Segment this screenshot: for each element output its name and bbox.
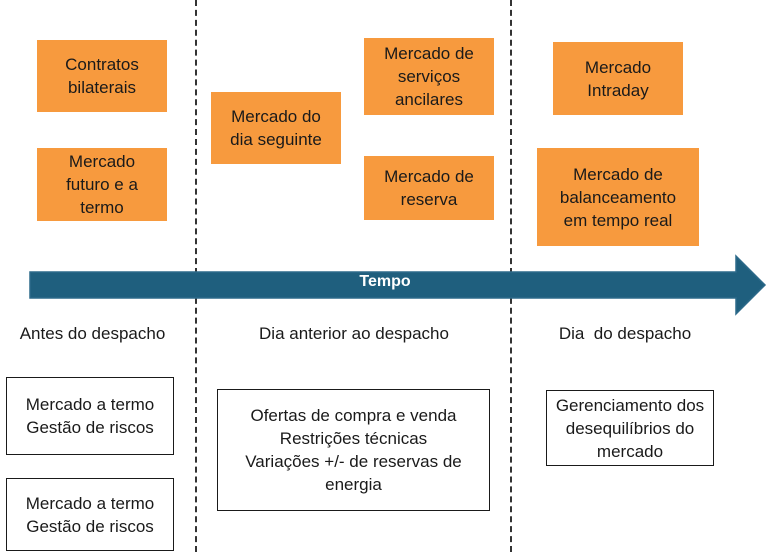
time-arrow (29, 254, 767, 316)
description-box-dia-anterior: Ofertas de compra e venda Restrições téc… (217, 389, 490, 511)
market-box-mercado-futuro-termo: Mercado futuro e a termo (37, 148, 167, 221)
time-arrow-shape (29, 254, 767, 316)
phase-label-antes: Antes do despacho (19, 324, 166, 343)
phase-label-dia-despacho: Dia do despacho (558, 324, 692, 343)
market-box-mercado-intraday: Mercado Intraday (553, 42, 683, 115)
description-box-antes-2: Mercado a termo Gestão de riscos (6, 478, 174, 551)
description-box-dia-despacho: Gerenciamento dos desequilíbrios do merc… (546, 390, 714, 466)
phase-label-dia-anterior: Dia anterior ao despacho (259, 324, 449, 343)
market-box-mercado-reserva: Mercado de reserva (364, 156, 494, 220)
market-box-mercado-balanceamento: Mercado de balanceamento em tempo real (537, 148, 699, 246)
market-box-mercado-dia-seguinte: Mercado do dia seguinte (211, 92, 341, 164)
description-box-antes-1: Mercado a termo Gestão de riscos (6, 377, 174, 455)
market-box-contratos-bilaterais: Contratos bilaterais (37, 40, 167, 112)
market-box-mercado-servicos-ancilares: Mercado de serviços ancilares (364, 38, 494, 115)
time-arrow-label: Tempo (359, 273, 411, 290)
